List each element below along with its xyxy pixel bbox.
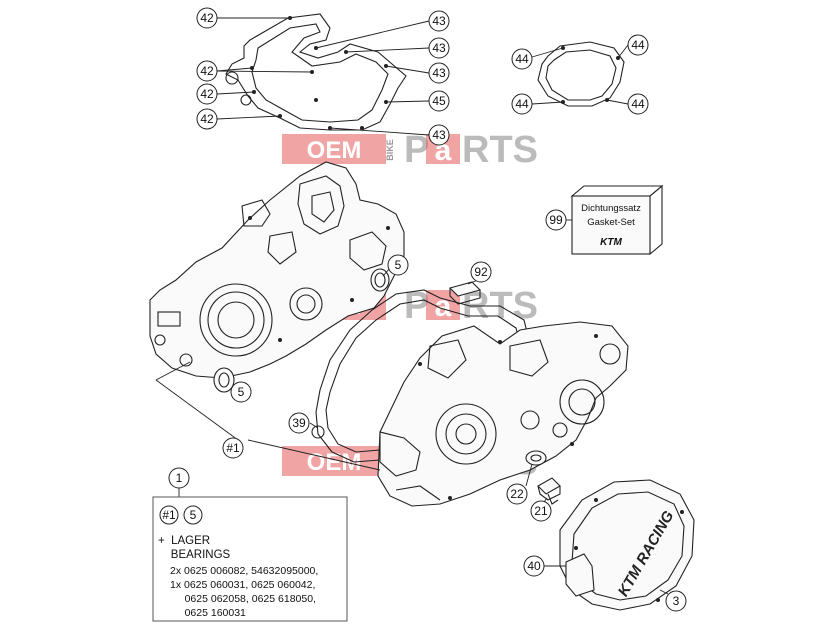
callout-assembly-1[interactable]: #1 [222,437,244,459]
callout-40[interactable]: 40 [523,555,545,577]
callout-43-b[interactable]: 43 [428,37,450,59]
svg-text:3: 3 [673,594,680,608]
legend-lager: + LAGER [158,535,210,547]
legend-ref-assembly: #1 [159,505,179,525]
svg-text:44: 44 [515,97,529,111]
callout-99[interactable]: 99 [545,209,567,231]
svg-text:1: 1 [176,471,183,485]
svg-text:43: 43 [432,66,446,80]
svg-text:#1: #1 [226,441,240,455]
callout-42-a[interactable]: 42 [196,7,218,29]
callout-43-a[interactable]: 43 [428,10,450,32]
callout-3[interactable]: 3 [665,590,687,612]
ktm-logo: KTM [600,237,622,248]
gasket-set-box: Dichtungssatz Gasket-Set KTM [565,184,664,256]
legend-line-4: 0625 160031 [170,607,246,619]
callout-43-d[interactable]: 43 [428,124,450,146]
legend-box: #1 5 + LAGER BEARINGS 2x 0625 006082, 54… [152,496,348,622]
callout-44-b[interactable]: 44 [627,34,649,56]
callout-42-b[interactable]: 42 [196,60,218,82]
bearing-lower [213,367,235,393]
legend-bearings: BEARINGS [158,549,231,561]
svg-text:42: 42 [200,112,214,126]
svg-text:5: 5 [395,258,402,272]
svg-text:44: 44 [631,97,645,111]
crankcase-left-half [149,161,405,379]
ignition-cover-gasket [531,41,629,107]
svg-text:a: a [435,290,452,323]
svg-text:5: 5 [238,385,245,399]
svg-text:42: 42 [200,11,214,25]
gasket-set-label-en: Gasket-Set [587,217,635,228]
legend-line-1: 2x 0625 006082, 54632095000, [170,565,318,577]
svg-text:5: 5 [190,508,197,522]
leader-assembly-1 [155,361,381,471]
crankcase-gasket-top [225,13,407,131]
callout-21[interactable]: 21 [530,500,552,522]
legend-line-3: 0625 062058, 0625 618050, [170,593,316,605]
callout-42-d[interactable]: 42 [196,108,218,130]
svg-text:#1: #1 [162,508,176,522]
svg-text:21: 21 [534,504,548,518]
dowel-pin [448,279,482,305]
svg-text:39: 39 [292,416,306,430]
watermark-p: P [404,129,429,171]
watermark-rts: RTS [462,129,538,171]
watermark-bike: BIKE [385,139,395,161]
svg-text:43: 43 [432,128,446,142]
svg-text:42: 42 [200,64,214,78]
callout-5-lower[interactable]: 5 [230,381,252,403]
watermark-top: OEM BIKE P a RTS [282,129,538,171]
svg-text:99: 99 [549,213,563,227]
crankcase-right-half [377,321,629,507]
svg-text:42: 42 [200,87,214,101]
svg-text:44: 44 [631,38,645,52]
callout-44-d[interactable]: 44 [627,93,649,115]
svg-text:22: 22 [510,487,524,501]
callout-45[interactable]: 45 [428,90,450,112]
callout-39[interactable]: 39 [288,412,310,434]
svg-text:92: 92 [474,265,488,279]
svg-text:45: 45 [432,94,446,108]
legend-line-2: 1x 0625 060031, 0625 060042, [170,579,315,591]
callout-42-c[interactable]: 42 [196,83,218,105]
callout-5-upper[interactable]: 5 [387,254,409,276]
callout-43-c[interactable]: 43 [428,62,450,84]
legend-ref-5: 5 [183,505,203,525]
svg-text:43: 43 [432,41,446,55]
callout-44-c[interactable]: 44 [511,93,533,115]
bearing-upper [370,267,391,292]
gasket-set-label-de: Dichtungssatz [581,203,641,214]
svg-text:43: 43 [432,14,446,28]
callout-44-a[interactable]: 44 [511,48,533,70]
callout-92[interactable]: 92 [470,261,492,283]
drain-plug [537,477,561,507]
svg-text:40: 40 [527,559,541,573]
svg-text:44: 44 [515,52,529,66]
ignition-cover: KTM RACING [543,479,695,611]
callout-1[interactable]: 1 [168,467,190,489]
callout-22[interactable]: 22 [506,483,528,505]
washer [525,450,547,487]
watermark-oem: OEM [307,137,362,164]
leader-lines-top [216,17,430,136]
